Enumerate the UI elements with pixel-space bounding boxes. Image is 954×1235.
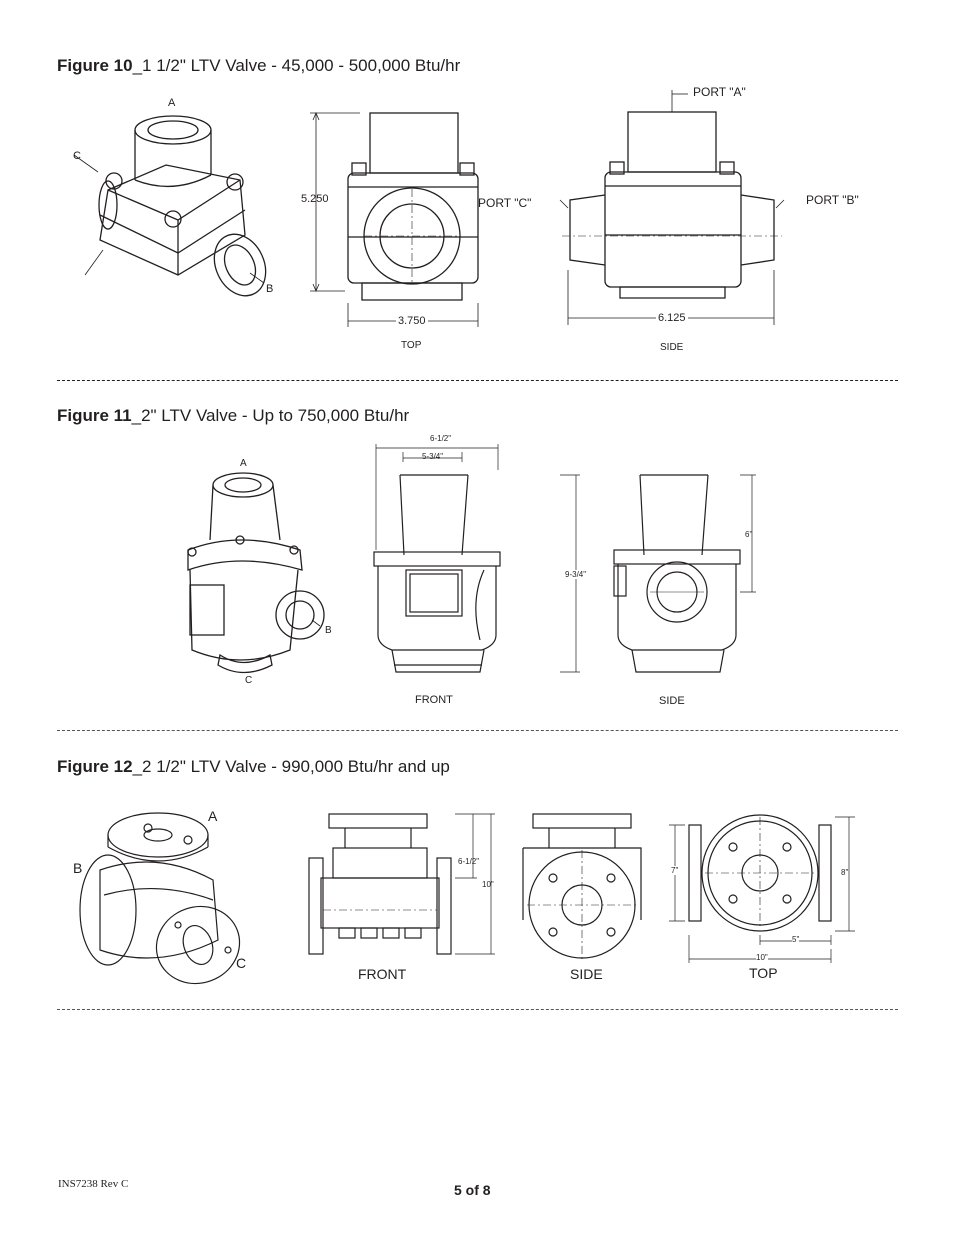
fig12-iso-label-c: C — [236, 955, 247, 971]
fig12-front-view-drawing — [308, 813, 495, 955]
fig12-dim-7: 7" — [671, 866, 679, 875]
fig10-dim-height: 5.250 — [301, 193, 329, 205]
fig11-side-view-drawing — [613, 474, 756, 673]
fig11-front-view-drawing — [373, 444, 580, 673]
fig12-dim-6-1-2: 6-1/2" — [458, 857, 480, 866]
fig12-view-top-label: TOP — [749, 965, 778, 981]
figure-12-title-bold: Figure 12 — [57, 757, 133, 776]
fig10-iso-label-b: B — [266, 283, 274, 295]
fig10-iso-label-c: C — [73, 150, 81, 162]
figure-10-title: Figure 10_1 1/2" LTV Valve - 45,000 - 50… — [57, 56, 460, 76]
fig12-iso-label-b: B — [73, 860, 83, 876]
fig12-view-side-label: SIDE — [570, 966, 603, 982]
fig11-dim-6-1-2: 6-1/2" — [430, 434, 452, 443]
fig10-iso-label-a: A — [168, 97, 176, 109]
figure-11-title: Figure 11_2" LTV Valve - Up to 750,000 B… — [57, 406, 409, 426]
fig11-dim-5-3-4: 5-3/4" — [422, 452, 444, 461]
figure-12-title-rest: _2 1/2" LTV Valve - 990,000 Btu/hr and u… — [132, 757, 450, 776]
fig10-side-view-drawing — [559, 90, 785, 325]
fig10-port-c: PORT "C" — [478, 196, 532, 210]
separator-3 — [57, 1009, 898, 1010]
figure-11-title-bold: Figure 11 — [57, 406, 132, 425]
fig11-view-side-label: SIDE — [659, 695, 685, 707]
fig10-view-side-label: SIDE — [660, 342, 684, 353]
fig11-view-front-label: FRONT — [415, 694, 453, 706]
fig12-side-view-drawing — [522, 813, 642, 960]
fig12-dim-8: 8" — [841, 868, 849, 877]
fig12-dim-10-horizontal: 10" — [756, 953, 768, 962]
figure-10-title-rest: _1 1/2" LTV Valve - 45,000 - 500,000 Btu… — [132, 56, 461, 75]
fig10-top-view-drawing — [310, 111, 479, 327]
fig12-dim-10-vertical: 10" — [482, 880, 494, 889]
fig11-isometric-valve-drawing — [187, 472, 325, 674]
fig12-isometric-valve-drawing — [79, 812, 241, 985]
fig11-dim-6: 6" — [745, 530, 753, 539]
page-number: 5 of 8 — [454, 1182, 491, 1198]
fig11-iso-label-c: C — [245, 675, 253, 686]
fig10-port-b: PORT "B" — [806, 193, 859, 207]
fig12-iso-label-a: A — [208, 808, 218, 824]
fig12-top-view-drawing — [669, 814, 855, 963]
fig12-view-front-label: FRONT — [358, 966, 407, 982]
figure-11-title-rest: _2" LTV Valve - Up to 750,000 Btu/hr — [131, 406, 410, 425]
fig11-iso-label-b: B — [325, 625, 332, 636]
figure-12-title: Figure 12_2 1/2" LTV Valve - 990,000 Btu… — [57, 757, 450, 777]
figure-10-title-bold: Figure 10 — [57, 56, 133, 75]
fig12-dim-5: 5" — [792, 935, 800, 944]
fig10-port-a: PORT "A" — [693, 85, 746, 99]
separator-1 — [57, 380, 898, 381]
fig10-view-top-label: TOP — [401, 340, 422, 351]
fig11-iso-label-a: A — [240, 458, 247, 469]
document-id: INS7238 Rev C — [58, 1178, 129, 1190]
fig10-dim-width-side: 6.125 — [656, 312, 688, 324]
fig10-isometric-valve-drawing — [73, 115, 267, 297]
fig11-dim-9-3-4: 9-3/4" — [565, 570, 587, 579]
separator-2 — [57, 730, 898, 731]
fig10-dim-width-top: 3.750 — [396, 315, 428, 327]
